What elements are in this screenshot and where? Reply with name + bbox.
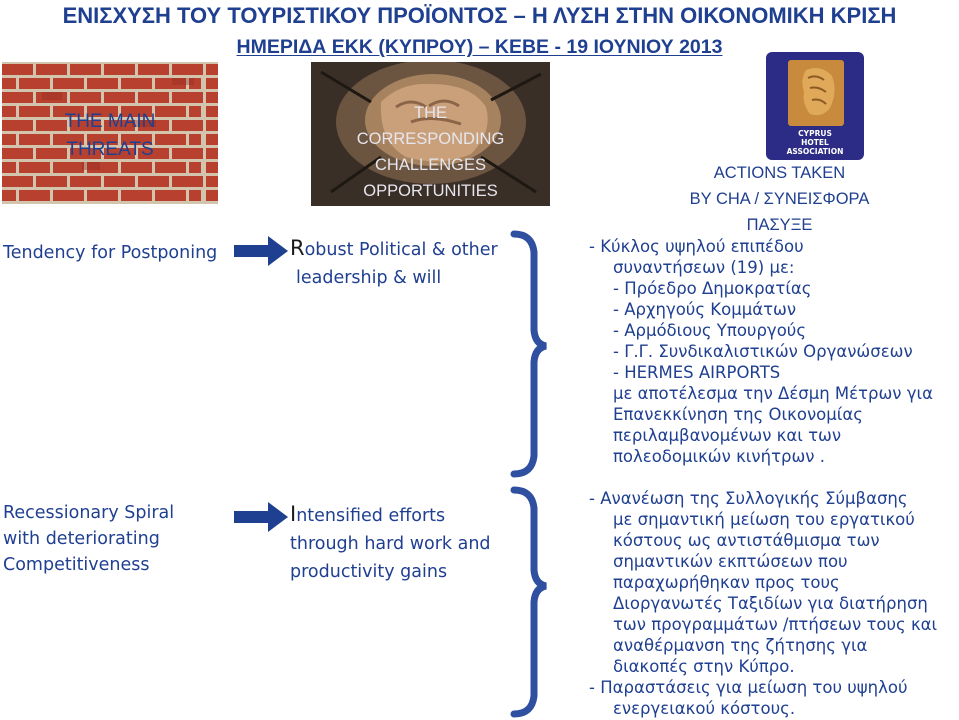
logo-text: CYPRUS HOTEL ASSOCIATION	[766, 129, 864, 156]
action-line: ενεργειακού κόστους.	[613, 699, 796, 718]
cyprus-hotel-association-logo	[766, 52, 864, 160]
page-title: ΕΝΙΣΧΥΣΗ ΤΟΥ ΤΟΥΡΙΣΤΙΚΟΥ ΠΡΟΪΟΝΤΟΣ – Η Λ…	[62, 3, 897, 28]
challenge-text: obust Political & other	[304, 240, 498, 260]
threat-label-line: Competitiveness	[3, 555, 150, 575]
actions-list-meetings: - Κύκλος υψηλού επιπέδου συναντήσεων (19…	[589, 236, 933, 467]
challenges-heading: THE CORRESPONDING CHALLENGES OPPORTUNITI…	[311, 100, 550, 204]
right-arrow-icon	[234, 236, 288, 266]
actions-list-agreement: - Ανανέωση της Συλλογικής Σύμβασης με ση…	[589, 488, 937, 719]
threat-label-postponing: Tendency for Postponing	[3, 240, 217, 266]
right-arrow-icon	[234, 502, 288, 532]
action-line: Διοργανωτές Ταξιδίων για διατήρηση	[613, 594, 928, 613]
threats-heading-line: THREATS	[66, 139, 154, 160]
action-line: με σημαντική μείωση του εργατικού	[613, 510, 915, 529]
logo-text-line: ASSOCIATION	[786, 147, 844, 156]
actions-heading-line: ACTIONS TAKEN	[713, 164, 846, 182]
action-line: περιλαμβανομένων και των	[613, 426, 842, 445]
threats-heading-line: THE MAIN	[64, 111, 156, 132]
actions-heading-line: BY CHA / ΣΥΝΕΙΣΦΟΡΑ ΠΑΣΥΞΕ	[689, 190, 870, 234]
action-line: συναντήσεων (19) με:	[613, 258, 795, 277]
action-line: - Παραστάσεις για μείωση του υψηλού	[589, 678, 908, 697]
challenges-heading-line: OPPORTUNITIES	[363, 182, 498, 200]
action-line: - Γ.Γ. Συνδικαλιστικών Οργανώσεων	[613, 342, 913, 361]
action-line: - Ανανέωση της Συλλογικής Σύμβασης	[589, 489, 908, 508]
challenge-initial: R	[290, 236, 305, 260]
logo-text-line: HOTEL	[801, 138, 829, 147]
actions-heading: ACTIONS TAKEN BY CHA / ΣΥΝΕΙΣΦΟΡΑ ΠΑΣΥΞΕ	[660, 160, 899, 238]
challenges-heading-line: CHALLENGES	[375, 156, 486, 174]
threat-label-line: Tendency for Postponing	[3, 243, 218, 263]
page-subtitle: ΗΜΕΡΙΔΑ ΕΚΚ (ΚΥΠΡΟΥ) – ΚΕΒΕ - 19 ΙΟΥΝΙΟΥ…	[236, 36, 723, 58]
threat-label-line: Recessionary Spiral	[3, 503, 175, 523]
action-line: διακοπές στην Κύπρο.	[613, 657, 795, 676]
threat-label-line: with deteriorating	[3, 529, 160, 549]
challenge-text: ntensified efforts	[296, 506, 446, 526]
right-brace-icon	[510, 486, 547, 718]
action-line: Επανεκκίνηση της Οικονομίας	[613, 405, 863, 424]
challenge-text: through hard work and	[290, 534, 491, 554]
threats-heading: THE MAIN THREATS	[2, 108, 218, 164]
challenge-political-leadership: Robust Political & other leadership & wi…	[290, 234, 510, 292]
challenges-heading-line: CORRESPONDING	[356, 130, 505, 148]
action-line: παραχωρήθηκαν προς τους	[613, 573, 840, 592]
challenge-text: leadership & will	[296, 268, 442, 288]
logo-text-line: CYPRUS	[798, 129, 832, 138]
action-line: - Πρόεδρο Δημοκρατίας	[613, 279, 812, 298]
action-line: - Αρχηγούς Κομμάτων	[613, 300, 797, 319]
fist-breaking-wall-image	[311, 62, 550, 206]
action-line: κόστους ως αντιστάθμισμα των	[613, 531, 880, 550]
action-line: αναθέρμανση της ζήτησης για	[613, 636, 868, 655]
action-line: - HERMES AIRPORTS	[613, 363, 781, 382]
challenge-intensified-efforts: Intensified efforts through hard work an…	[290, 500, 510, 586]
action-line: - Κύκλος υψηλού επιπέδου	[589, 237, 804, 256]
action-line: των προγραμμάτων /πτήσεων τους και	[613, 615, 938, 634]
right-brace-icon	[510, 230, 547, 478]
challenge-initial: I	[290, 502, 297, 526]
brick-wall-image	[2, 62, 218, 204]
action-line: - Αρμόδιους Υπουργούς	[613, 321, 807, 340]
action-line: σημαντικών εκπτώσεων που	[613, 552, 848, 571]
threat-label-recessionary-spiral: Recessionary Spiral with deteriorating C…	[3, 500, 203, 578]
action-line: πολεοδομικών κινήτρων .	[613, 447, 825, 466]
challenge-text: productivity gains	[290, 562, 448, 582]
action-line: με αποτέλεσμα την Δέσμη Μέτρων για	[613, 384, 933, 403]
challenges-heading-line: THE	[414, 104, 447, 122]
